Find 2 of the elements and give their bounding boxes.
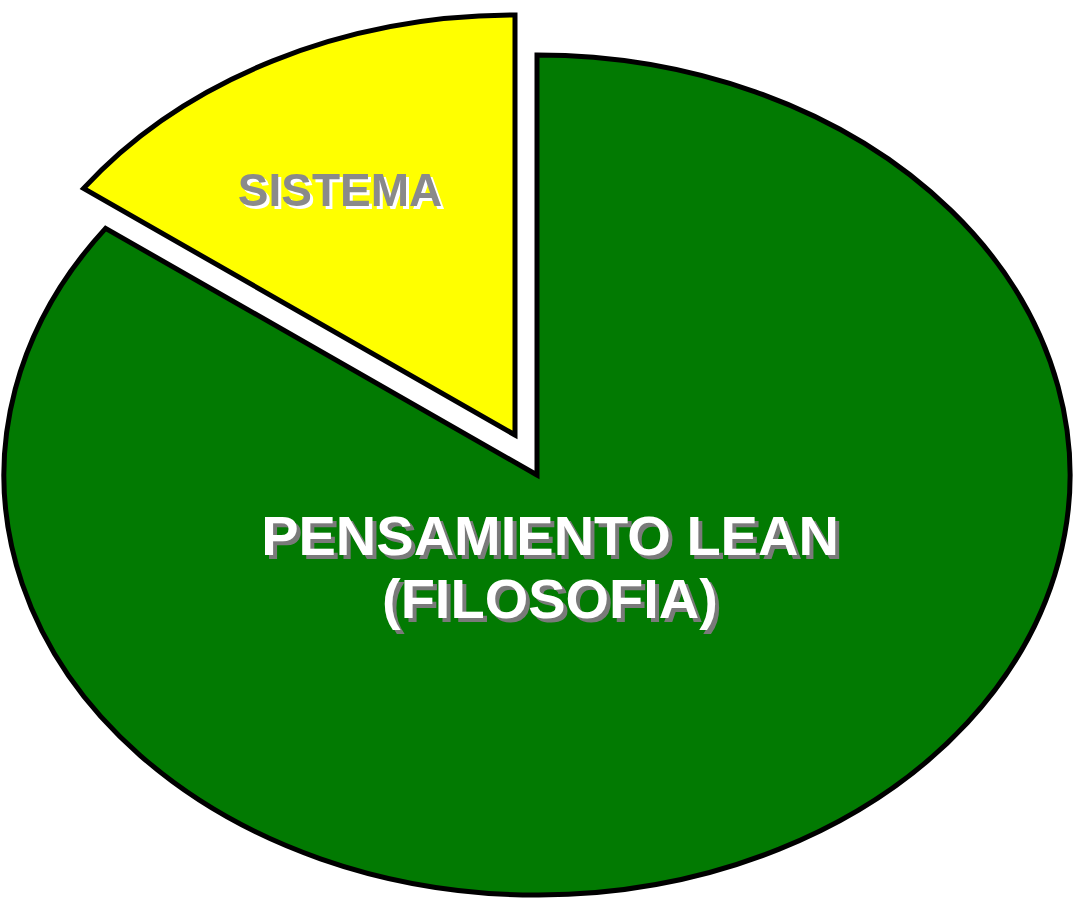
slice-label: SISTEMA	[236, 165, 444, 217]
slice-label: PENSAMIENTO LEAN (FILOSOFIA)	[260, 505, 840, 631]
